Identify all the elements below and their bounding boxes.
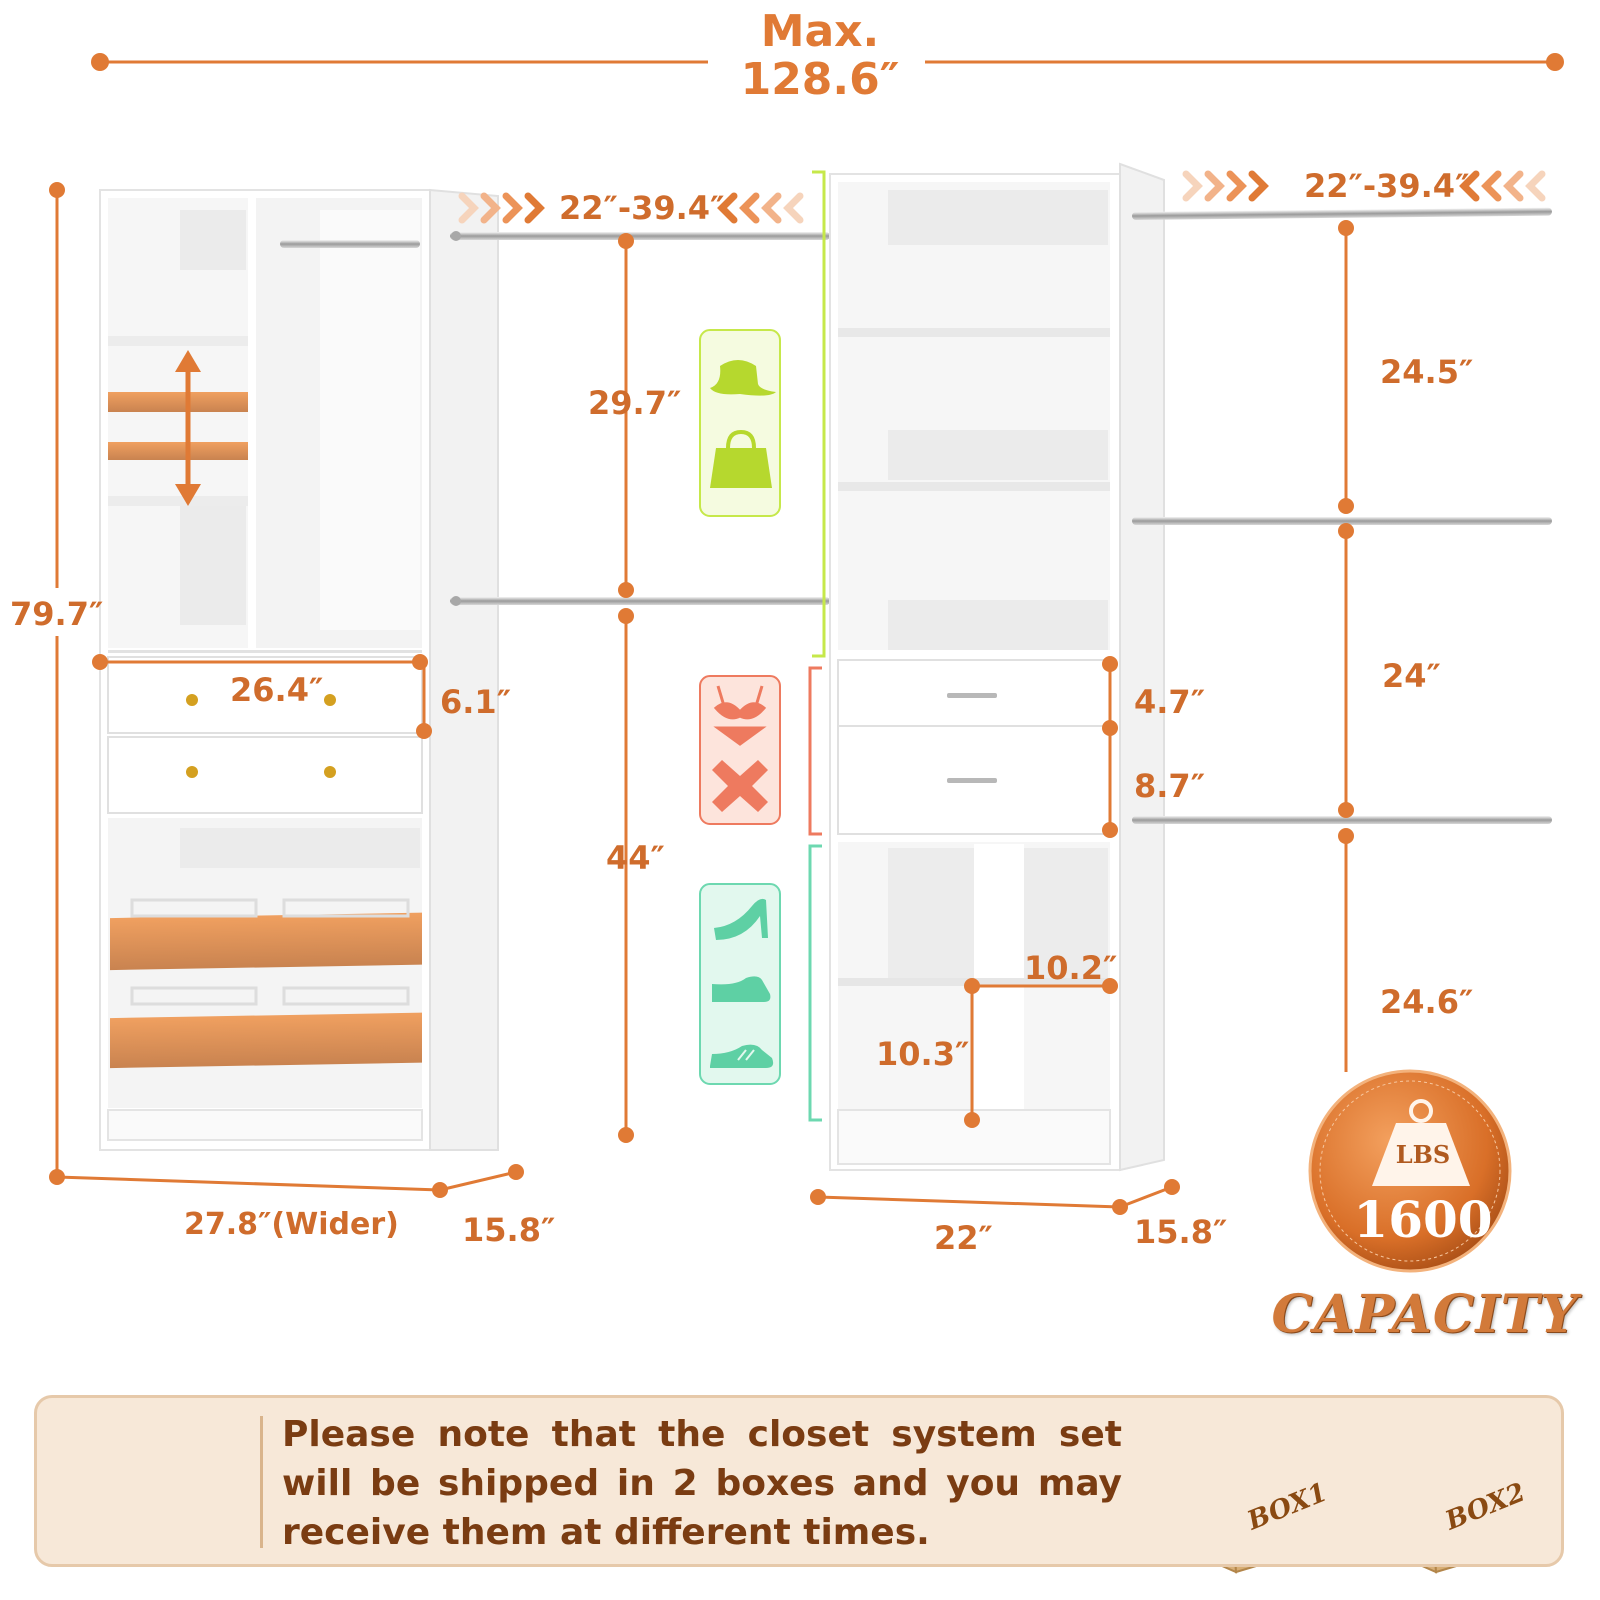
right-rod-gap-1-label: 24.5″ xyxy=(1380,353,1474,391)
capacity-medal xyxy=(1308,1069,1512,1273)
note-divider xyxy=(260,1416,263,1548)
right-dimension-lines xyxy=(810,220,1354,1215)
left-width-label: 27.8″(Wider) xyxy=(184,1207,399,1242)
left-extension-rods xyxy=(450,231,830,606)
capacity-unit: LBS xyxy=(1395,1140,1451,1169)
left-depth-label: 15.8″ xyxy=(462,1211,556,1249)
total-width-value: 128.6″ xyxy=(740,54,900,105)
weight-icon xyxy=(1372,1099,1470,1186)
handbag-icon xyxy=(710,429,772,488)
right-rod-gap-3-label: 24.6″ xyxy=(1380,983,1474,1021)
left-drawer-height-label: 6.1″ xyxy=(440,683,511,721)
right-extend-chevrons-icon xyxy=(1182,170,1546,202)
middle-icon-card xyxy=(699,675,781,825)
middle-section-bracket xyxy=(808,666,822,836)
shipping-note-banner xyxy=(34,1395,1564,1567)
left-lower-rod-gap-label: 44″ xyxy=(606,839,665,877)
right-width-label: 22″ xyxy=(934,1219,993,1257)
lower-section-bracket xyxy=(808,844,822,1122)
left-drawer-width-label: 26.4″ xyxy=(230,671,324,709)
left-rod-extend-label: 22″-39.4″ xyxy=(559,189,725,227)
high-heel-icon xyxy=(714,898,768,940)
bikini-icon xyxy=(713,685,767,746)
right-rod-gap-2-label: 24″ xyxy=(1382,657,1441,695)
left-extend-chevrons-icon xyxy=(458,192,804,224)
capacity-label: CAPACITY xyxy=(1271,1284,1579,1345)
right-drawer-bottom-label: 8.7″ xyxy=(1134,767,1205,805)
capacity-value: 1600 xyxy=(1353,1190,1493,1249)
hat-icon xyxy=(710,360,776,396)
left-upper-rod-gap-label: 29.7″ xyxy=(588,384,682,422)
sneaker-icon xyxy=(710,1044,774,1068)
upper-icon-card xyxy=(699,329,781,517)
upper-section-bracket xyxy=(812,170,826,658)
right-cube-height-label: 10.3″ xyxy=(876,1035,970,1073)
right-extension-rods xyxy=(1131,207,1552,824)
right-closet-unit xyxy=(829,162,1165,1172)
shipping-note-text: Please note that the closet system set w… xyxy=(282,1414,1122,1553)
right-rod-extend-label: 22″-39.4″ xyxy=(1304,167,1470,205)
left-dimension-lines xyxy=(49,182,634,1198)
dress-shoe-icon xyxy=(712,976,771,1002)
max-label: Max. xyxy=(760,6,880,57)
right-drawer-top-label: 4.7″ xyxy=(1134,683,1205,721)
total-width-label: Max. 128.6″ xyxy=(700,8,940,104)
scarf-icon xyxy=(712,760,768,812)
left-height-label: 79.7″ xyxy=(10,595,104,633)
total-width-dimension xyxy=(91,53,1564,71)
left-closet-unit xyxy=(99,188,499,1151)
right-depth-label: 15.8″ xyxy=(1134,1213,1228,1251)
adjustable-shelf-arrow-icon xyxy=(175,350,201,506)
right-cube-width-label: 10.2″ xyxy=(1024,949,1118,987)
